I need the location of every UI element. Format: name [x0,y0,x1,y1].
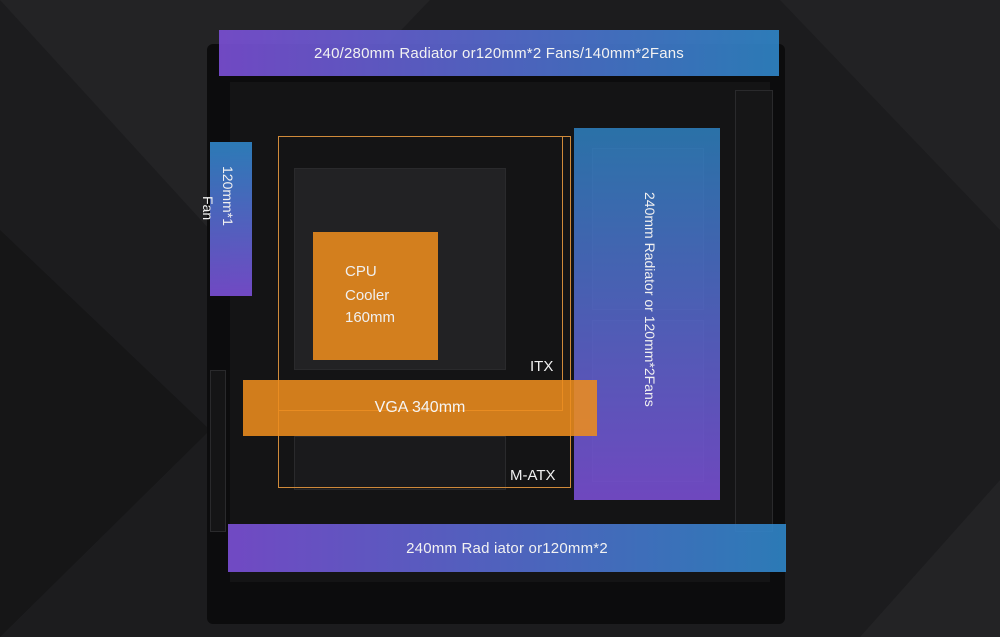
top-radiator-label: 240/280mm Radiator or120mm*2 Fans/140mm*… [313,44,684,62]
side-glass-edge [735,90,773,532]
cpu-cooler-box: CPU Cooler 160mm [313,232,438,360]
bottom-radiator-bar: 240mm Rad iator or120mm*2 [228,524,786,572]
left-fan-label-line2: Fan [200,196,216,221]
left-fan-label: 120mm*1 Fan [198,166,238,226]
right-radiator-label: 240mm Radiator or 120mm*2Fans [642,192,658,407]
bottom-radiator-label: 240mm Rad iator or120mm*2 [406,539,608,557]
left-fan-label-line1: 120mm*1 [220,166,236,226]
cpu-label-line1: CPU [345,263,377,280]
itx-label: ITX [530,358,554,375]
matx-label: M-ATX [510,467,556,484]
left-fan-bar [210,142,252,296]
cpu-label-line3: 160mm [345,309,396,326]
right-radiator-bar [574,128,720,500]
cpu-label-line2: Cooler [345,287,390,304]
left-front-edge [210,370,226,532]
vga-bar: VGA 340mm [243,380,597,436]
top-radiator-bar: 240/280mm Radiator or120mm*2 Fans/140mm*… [219,30,779,76]
vga-label: VGA 340mm [374,399,466,416]
lower-tray-panel [294,436,506,490]
